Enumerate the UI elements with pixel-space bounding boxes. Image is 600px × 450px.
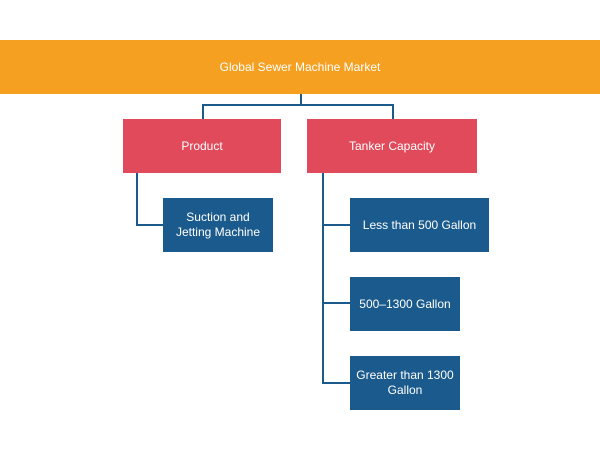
- leaf-node-suction-and-jetting-machine-label: Suction and Jetting Machine: [175, 210, 261, 239]
- leaf-node-greater-than-1300-gallon: Greater than 1300 Gallon: [350, 356, 460, 410]
- connector-tanker-leaf-2: [322, 302, 350, 304]
- connector-to-tanker-capacity: [392, 104, 394, 119]
- root-node: Global Sewer Machine Market: [0, 40, 600, 94]
- connector-product-leaf-1: [136, 224, 163, 226]
- leaf-node-greater-than-1300-gallon-label: Greater than 1300 Gallon: [356, 368, 454, 397]
- root-node-label: Global Sewer Machine Market: [219, 59, 381, 74]
- category-node-product: Product: [123, 119, 281, 173]
- category-node-product-label: Product: [181, 138, 223, 153]
- connector-tanker-leaf-3: [322, 382, 350, 384]
- connector-root-bar: [202, 104, 394, 106]
- connector-product-trunk: [136, 173, 138, 226]
- category-node-tanker-capacity-label: Tanker Capacity: [348, 138, 436, 153]
- connector-tanker-trunk: [322, 173, 324, 384]
- category-node-tanker-capacity: Tanker Capacity: [307, 119, 477, 173]
- connector-root-stem: [300, 94, 302, 106]
- connector-to-product: [202, 104, 204, 119]
- leaf-node-less-than-500-gallon-label: Less than 500 Gallon: [362, 217, 477, 232]
- leaf-node-suction-and-jetting-machine: Suction and Jetting Machine: [163, 198, 273, 252]
- leaf-node-less-than-500-gallon: Less than 500 Gallon: [350, 198, 489, 252]
- leaf-node-500-1300-gallon-label: 500–1300 Gallon: [359, 296, 451, 311]
- leaf-node-500-1300-gallon: 500–1300 Gallon: [350, 277, 460, 331]
- connector-tanker-leaf-1: [322, 224, 350, 226]
